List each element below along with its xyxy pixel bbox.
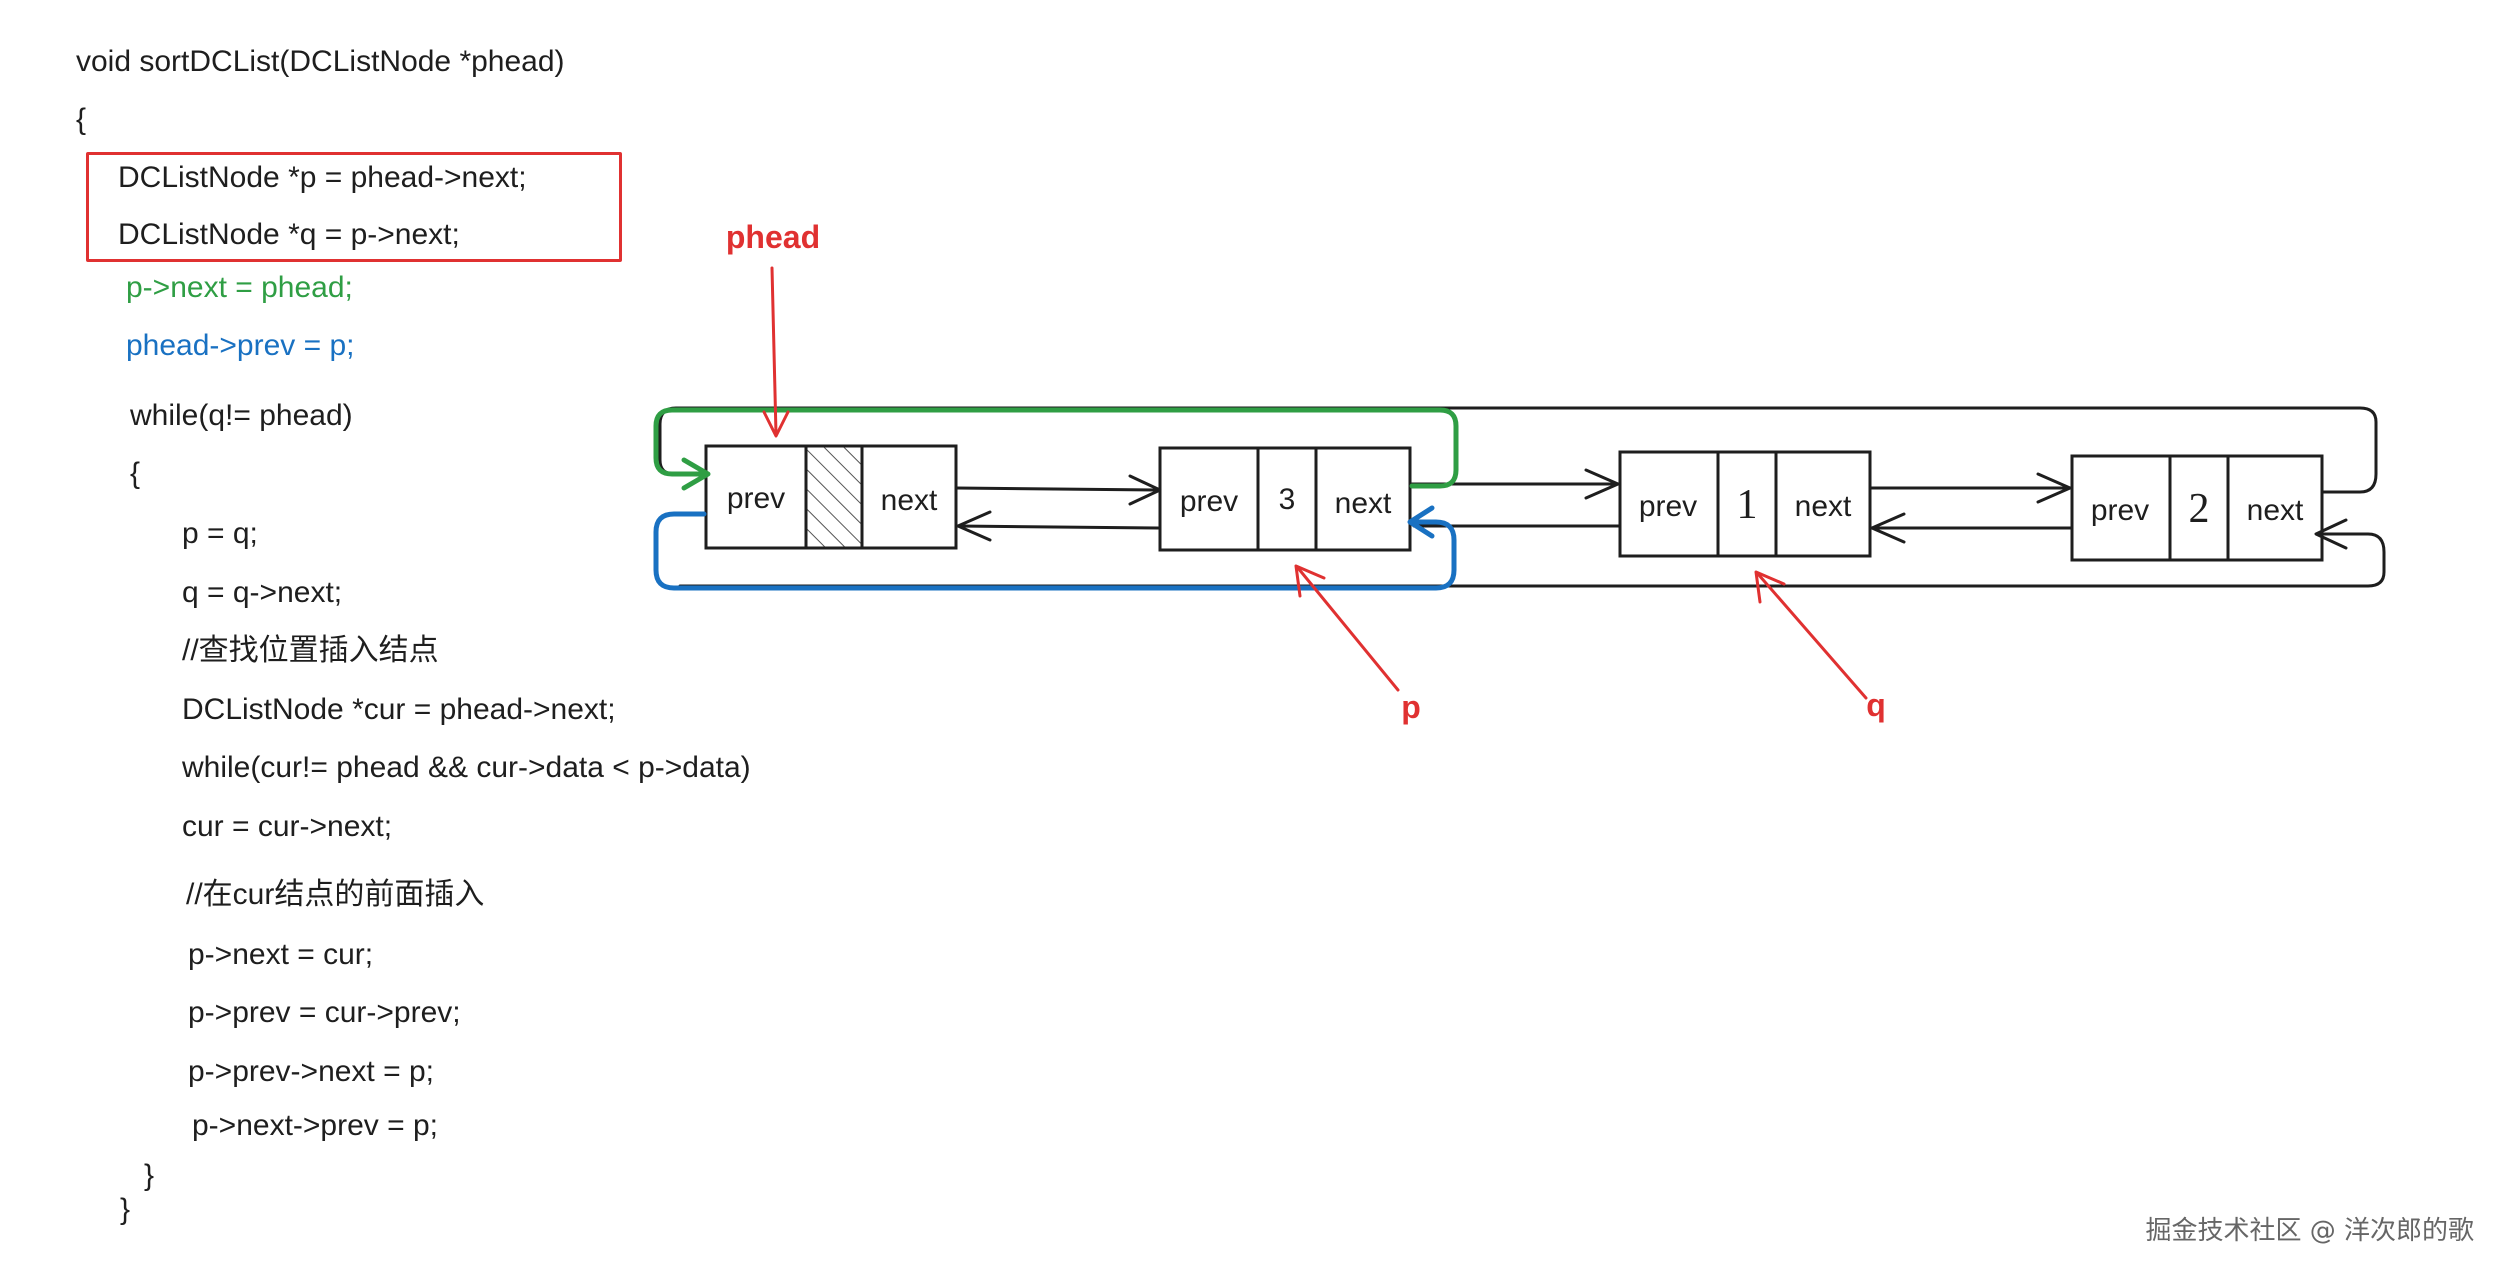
node-3-box bbox=[1158, 446, 1412, 552]
pointer-p: p bbox=[1294, 564, 1421, 725]
code-line-while-open: { bbox=[130, 457, 141, 490]
node-head-next-label: next bbox=[881, 484, 938, 517]
arrow-node1-to-node2 bbox=[2036, 472, 2072, 504]
node-1-prev-label: prev bbox=[1639, 490, 1697, 523]
green-loop-path bbox=[653, 407, 1459, 489]
node-1-box bbox=[1618, 450, 1872, 558]
node-3-data-label: 3 bbox=[1279, 483, 1296, 516]
arrow-node2-to-node1 bbox=[1870, 512, 1906, 544]
phead-arrow bbox=[762, 410, 790, 438]
node-2-box bbox=[2070, 454, 2324, 562]
node-2-prev-label: prev bbox=[2091, 494, 2149, 527]
list-node-head: prev next bbox=[704, 444, 958, 550]
code-line-assign-prev: phead->prev = p; bbox=[126, 329, 355, 362]
code-line-close-brace: } bbox=[120, 1193, 131, 1226]
code-line-assign-next: p->next = phead; bbox=[126, 271, 353, 304]
link-node2-top-loop bbox=[658, 406, 2378, 494]
code-line-comment-insert: //在cur结点的前面插入 bbox=[186, 878, 485, 911]
blue-link-phead-prev-p bbox=[653, 505, 1457, 591]
green-link-p-next-phead bbox=[653, 407, 1459, 491]
code-line-p-prev-cur: p->prev = cur->prev; bbox=[188, 996, 461, 1029]
arrow-node3-to-node1 bbox=[1584, 468, 1620, 500]
arrow-node3-to-head bbox=[956, 510, 992, 542]
node-1-next-label: next bbox=[1795, 490, 1852, 523]
link-node3-to-head bbox=[956, 524, 1160, 530]
link-node2-bottom-loop bbox=[678, 532, 2386, 588]
code-line-p-prev-next: p->prev->next = p; bbox=[188, 1055, 434, 1088]
label-p: p bbox=[1401, 689, 1421, 725]
code-line-p-next-cur: p->next = cur; bbox=[188, 938, 374, 971]
code-line-cur-next: cur = cur->next; bbox=[182, 810, 393, 843]
list-node-1: prev 1 next bbox=[1618, 450, 1872, 558]
declaration-highlight-box bbox=[86, 152, 622, 262]
node-3-prev-label: prev bbox=[1180, 485, 1238, 518]
node-head-data-cell bbox=[804, 444, 864, 550]
code-line-while-close: } bbox=[144, 1159, 155, 1192]
code-line-decl-q: DCListNode *q = p->next; bbox=[118, 218, 460, 251]
pointer-phead: phead bbox=[726, 219, 820, 438]
code-line-p-next-prev: p->next->prev = p; bbox=[192, 1109, 438, 1142]
code-line-open-brace: { bbox=[76, 103, 87, 136]
watermark: 掘金技术社区 @ 洋次郎的歌 bbox=[2145, 1216, 2474, 1246]
list-node-2: prev 2 next bbox=[2070, 454, 2324, 562]
node-3-next-label: next bbox=[1335, 487, 1392, 520]
code-line-decl-p: DCListNode *p = phead->next; bbox=[118, 161, 527, 194]
q-arrow bbox=[1754, 570, 1786, 604]
node-2-data-label: 2 bbox=[2189, 486, 2210, 532]
code-line-while-inner: while(cur!= phead && cur->data < p->data… bbox=[182, 751, 751, 784]
code-line-signature: void sortDCList(DCListNode *phead) bbox=[76, 45, 565, 78]
label-q: q bbox=[1866, 687, 1886, 723]
arrow-node2-bottom-loop bbox=[2314, 518, 2348, 550]
blue-loop-arrow bbox=[1407, 505, 1435, 539]
green-loop-arrow bbox=[681, 457, 711, 491]
node-head-prev-label: prev bbox=[727, 482, 785, 515]
code-line-q-next: q = q->next; bbox=[182, 576, 343, 609]
list-node-3: prev 3 next bbox=[1158, 446, 1412, 552]
black-links bbox=[658, 406, 2386, 588]
code-line-decl-cur: DCListNode *cur = phead->next; bbox=[182, 693, 616, 726]
node-2-next-label: next bbox=[2247, 494, 2304, 527]
node-1-data-label: 1 bbox=[1737, 482, 1758, 528]
label-phead: phead bbox=[726, 219, 820, 255]
arrow-head-to-node3 bbox=[1128, 474, 1162, 506]
link-head-to-node3 bbox=[954, 486, 1160, 492]
p-arrow bbox=[1294, 564, 1326, 598]
pointer-q: q bbox=[1754, 570, 1886, 723]
code-line-p-eq-q: p = q; bbox=[182, 517, 258, 550]
code-line-comment-find: //查找位置插入结点 bbox=[182, 634, 439, 667]
blue-loop-path bbox=[653, 511, 1457, 591]
code-line-while-outer: while(q!= phead) bbox=[130, 399, 353, 432]
